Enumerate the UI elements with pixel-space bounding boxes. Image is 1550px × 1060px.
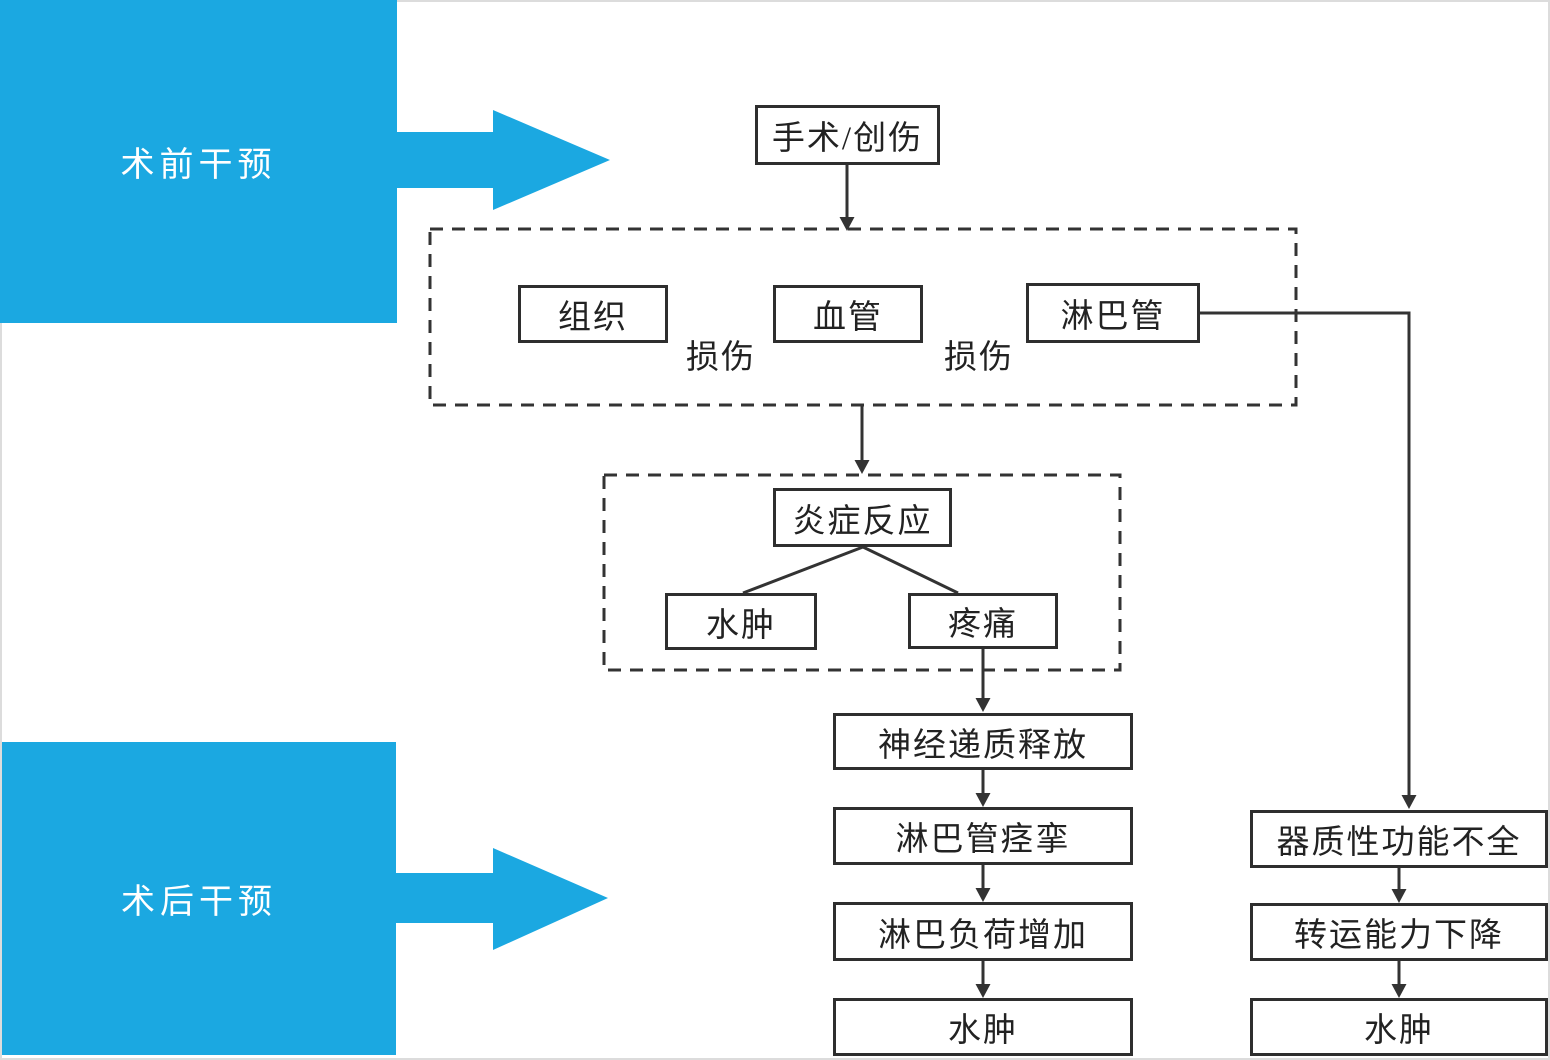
node-pain: 疼痛 [908,593,1058,649]
node-edema-inflammation: 水肿 [665,593,817,650]
node-edema-functional: 水肿 [833,998,1133,1056]
line-inflammation-to-edema [742,545,864,595]
line-inflammation-to-pain [862,545,959,595]
arrowhead-icon [1401,795,1417,809]
arrowhead-icon [975,984,991,998]
arrowhead-icon [975,888,991,902]
node-surgery-trauma: 手术/创伤 [755,105,940,165]
node-organic-insufficiency: 器质性功能不全 [1250,810,1548,868]
arrowhead-icon [1391,889,1407,903]
banner-postop-label: 术后干预 [121,884,277,921]
arrowhead-icon [975,793,991,807]
node-neurotransmitter-release: 神经递质释放 [833,713,1133,770]
postop-right-arrow-icon [396,848,608,950]
node-lymphatic-vessel: 淋巴管 [1026,283,1200,343]
node-inflammation: 炎症反应 [773,488,952,547]
arrowhead-icon [854,460,870,474]
arrowhead-icon [1391,984,1407,998]
arrowhead-icon [839,217,855,231]
line-lymphvessel-to-organic [1200,311,1411,797]
node-blood-vessel: 血管 [773,285,923,343]
label-injury-2: 损伤 [944,340,1014,376]
banner-preop-label: 术前干预 [120,147,277,184]
node-lymph-vessel-spasm: 淋巴管痉挛 [833,807,1133,865]
node-transport-capacity-decline: 转运能力下降 [1250,903,1548,961]
banner-postop-intervention: 术后干预 [2,742,396,1055]
label-injury-1: 损伤 [686,340,756,376]
preop-right-arrow-icon [397,110,610,210]
banner-preop-intervention: 术前干预 [0,0,397,323]
arrowhead-icon [975,698,991,712]
node-tissue: 组织 [518,285,668,343]
node-edema-organic: 水肿 [1250,998,1548,1056]
node-lymph-load-increase: 淋巴负荷增加 [833,902,1133,961]
